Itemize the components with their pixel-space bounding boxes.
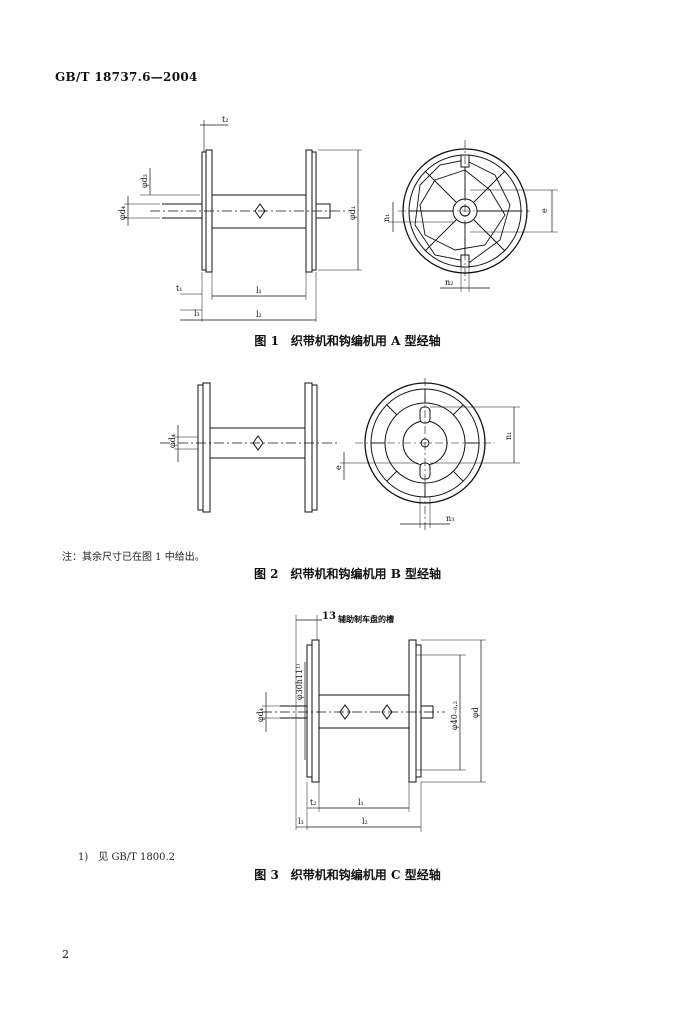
fig3-label-l2: l₂ [362, 817, 368, 826]
figure-3-caption: 图 3 织带机和钩编机用 C 型经轴 [254, 868, 441, 882]
figure-3-drawing: 13 辅助制车盘的槽 φ30h11¹⁾ φd₄ φ40₋₀.₂ φd t₂ l₁… [256, 611, 486, 832]
fig3-label-d30: φ30h11¹⁾ [295, 664, 304, 700]
fig3-label-d4: φd₄ [256, 708, 265, 722]
fig1-label-e: e [540, 208, 549, 213]
figure-1-caption: 图 1 织带机和钩编机用 A 型经轴 [254, 334, 441, 348]
figure-2-note: 注：其余尺寸已在图 1 中给出。 [62, 552, 205, 563]
fig2-label-n3: n₃ [446, 514, 454, 523]
figure-3-footnote: 1) 见 GB/T 1800.2 [78, 852, 175, 863]
fig1-label-l2: l₂ [256, 310, 262, 319]
fig2-label-d4: φd₄ [168, 434, 177, 448]
page-number: 2 [62, 948, 69, 961]
fig3-label-l1: l₁ [358, 798, 364, 807]
figure-2-caption: 图 2 织带机和钩编机用 B 型经轴 [253, 567, 442, 581]
fig1-label-d3: φd₃ [140, 174, 149, 188]
fig1-label-n1: n₁ [382, 214, 391, 222]
fig2-label-e: e [334, 465, 343, 470]
fig3-label-d40: φ40₋₀.₂ [450, 701, 459, 730]
fig1-label-t1: t₁ [176, 284, 182, 293]
fig1-label-t2: t₂ [222, 115, 228, 124]
fig3-label-df: φd [471, 707, 480, 718]
fig2-label-n1: n₁ [504, 432, 513, 440]
figure-2-drawing: φd₄ n₁ e n₃ [160, 378, 520, 530]
figure-1-drawing: t₂ φd₃ φd₄ φd₁ t₁ l₁ l₃ l₂ e n₁ n₂ [118, 115, 558, 322]
fig1-label-n2: n₂ [445, 278, 453, 287]
fig1-label-d1: φd₁ [348, 206, 357, 220]
fig1-label-d4: φd₄ [118, 206, 127, 220]
fig1-label-l3: l₃ [194, 309, 200, 318]
standard-number: GB/T 18737.6—2004 [55, 70, 198, 84]
fig1-label-l1: l₁ [256, 286, 262, 295]
fig3-label-t2: t₂ [310, 798, 316, 807]
fig3-label-groove: 辅助制车盘的槽 [338, 614, 394, 624]
fig3-label-l3: l₃ [298, 817, 304, 826]
fig3-label-13: 13 [322, 611, 336, 622]
